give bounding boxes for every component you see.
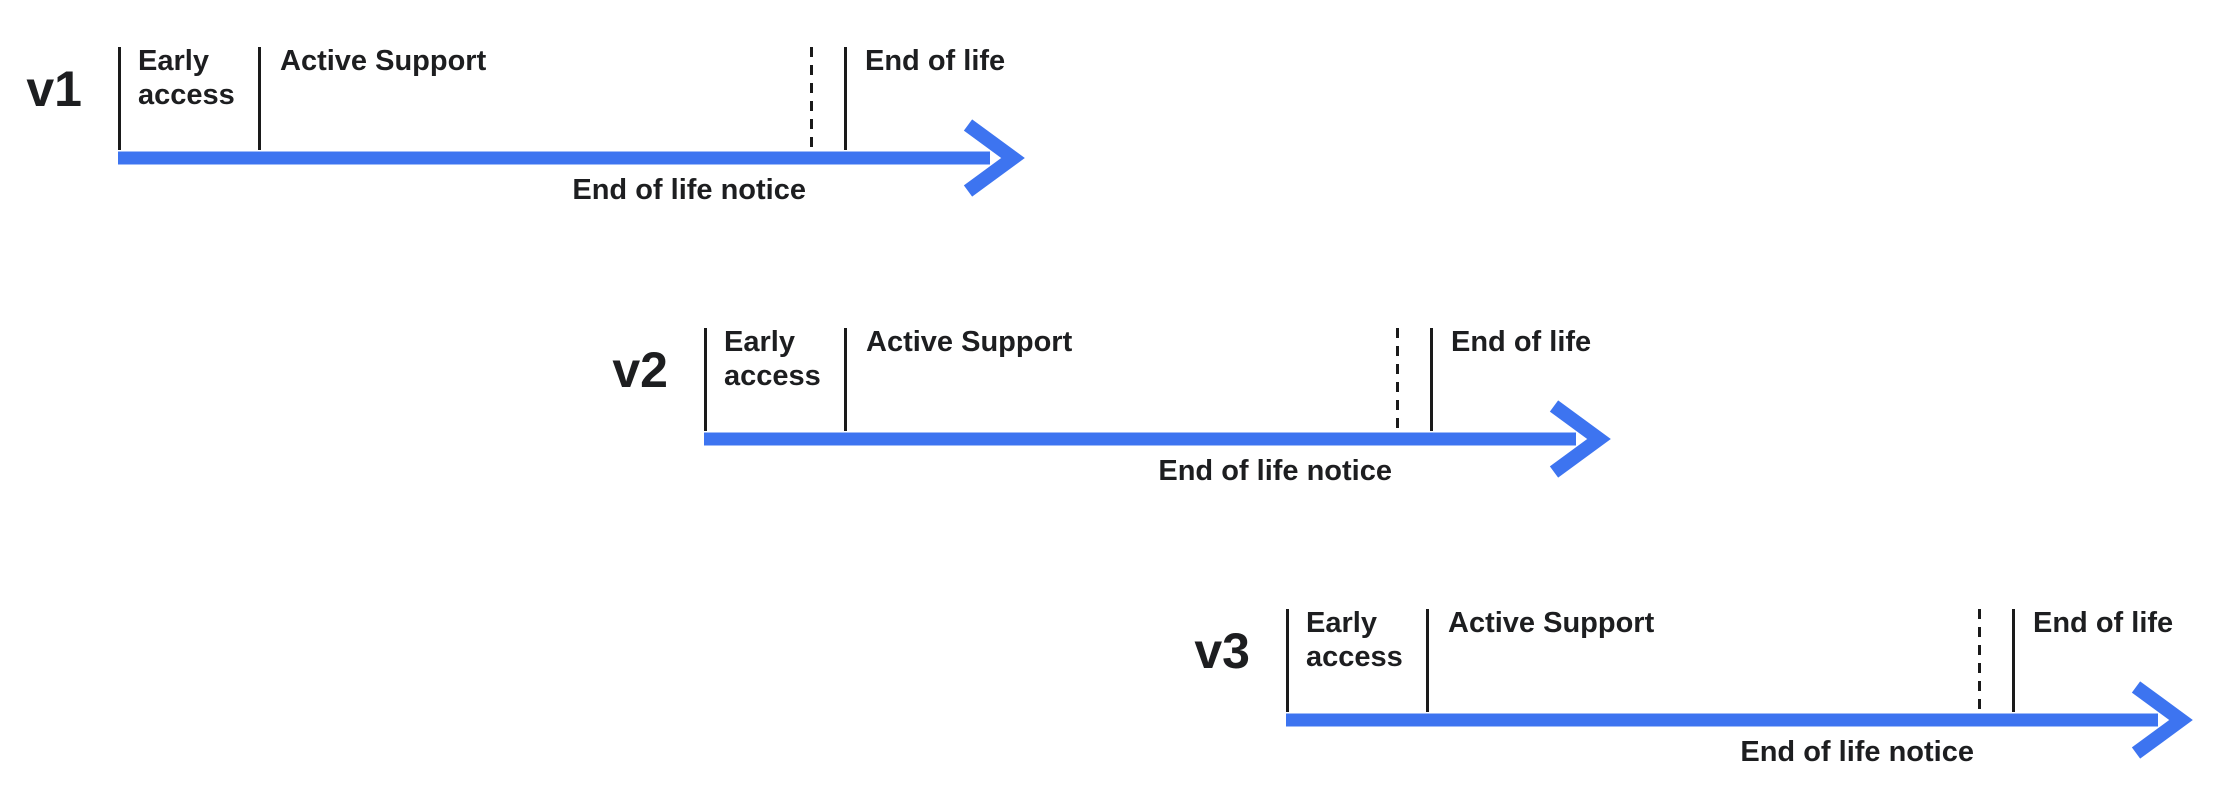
end-of-life-notice-label: End of life notice [1158, 455, 1392, 487]
early-access-label: Early access [724, 326, 821, 392]
end-of-life-tick [2012, 609, 2015, 712]
timeline-arrow-icon [704, 400, 1611, 478]
end-of-life-label: End of life [865, 45, 1006, 77]
early-access-start-tick [1286, 609, 1289, 712]
active-support-start-tick [1426, 609, 1429, 712]
end-of-life-label: End of life [2033, 607, 2174, 639]
version-label: v3 [1194, 623, 1250, 679]
eol-notice-dashed-line [1978, 609, 1981, 712]
active-support-start-tick [844, 328, 847, 431]
end-of-life-label: End of life [1451, 326, 1592, 358]
active-support-label: Active Support [1448, 607, 1655, 639]
version-label: v1 [26, 61, 82, 117]
active-support-label: Active Support [866, 326, 1073, 358]
version-label: v2 [612, 342, 668, 398]
early-access-start-tick [704, 328, 707, 431]
early-access-start-tick [118, 47, 121, 150]
end-of-life-notice-label: End of life notice [1740, 736, 1974, 768]
eol-notice-dashed-line [810, 47, 813, 150]
early-access-label: Early access [138, 45, 235, 111]
timeline-arrow-icon [1286, 681, 2193, 759]
timeline-arrow-icon [118, 119, 1025, 197]
active-support-start-tick [258, 47, 261, 150]
early-access-label: Early access [1306, 607, 1403, 673]
active-support-label: Active Support [280, 45, 487, 77]
end-of-life-tick [1430, 328, 1433, 431]
end-of-life-notice-label: End of life notice [572, 174, 806, 206]
end-of-life-tick [844, 47, 847, 150]
eol-notice-dashed-line [1396, 328, 1399, 431]
